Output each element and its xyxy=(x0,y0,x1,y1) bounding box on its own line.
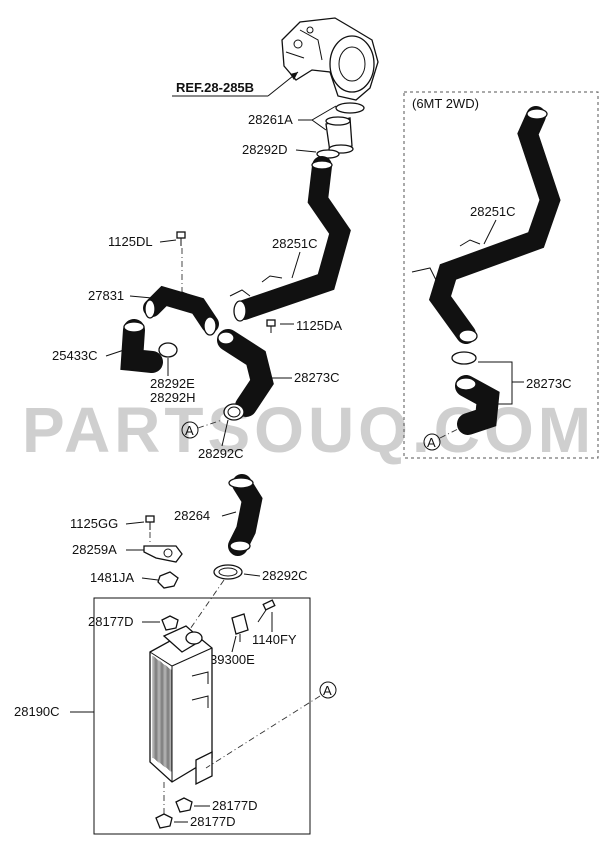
intercooler-core-drawing xyxy=(149,625,213,786)
label-28292C-upper: 28292C xyxy=(198,446,244,461)
label-1140FY: 1140FY xyxy=(252,632,297,647)
label-1125DL: 1125DL xyxy=(108,234,153,249)
leader-1481JA xyxy=(141,577,159,581)
reference-arrowhead xyxy=(290,72,298,80)
part-1481JA-drawing xyxy=(157,571,179,589)
variant-box-title: (6MT 2WD) xyxy=(412,96,479,111)
leader-1125GG xyxy=(125,521,145,525)
intercooler-frame xyxy=(93,597,311,835)
leader-39300E xyxy=(231,635,237,653)
watermark-text: PARTSOUQ.COM xyxy=(22,394,595,466)
part-28251C-main-drawing xyxy=(229,156,351,322)
part-28177D-bot1-drawing xyxy=(175,797,193,813)
leader-28292C-lower xyxy=(243,573,261,577)
label-27831: 27831 xyxy=(88,288,124,303)
label-28177D-bot2: 28177D xyxy=(190,814,236,829)
label-28251C-alt: 28251C xyxy=(470,204,516,219)
intercooler-fins xyxy=(152,656,172,772)
label-28292C-lower: 28292C xyxy=(262,568,308,583)
label-1481JA: 1481JA xyxy=(90,570,134,585)
leader-28292C-upper xyxy=(221,419,229,447)
leader-28251C-main xyxy=(291,251,301,279)
label-28177D-bot1: 28177D xyxy=(212,798,258,813)
part-28177D-top-drawing xyxy=(161,615,179,631)
variant-box-6mt-2wd xyxy=(403,91,599,459)
label-28273C-alt: 28273C xyxy=(526,376,572,391)
hose-axis-lower xyxy=(187,579,225,633)
leader-28273C-alt xyxy=(478,361,524,405)
part-25433C-drawing xyxy=(120,319,163,373)
label-39300E: 39300E xyxy=(210,652,255,667)
part-28292C-lower-drawing xyxy=(213,564,243,580)
callout-a-upper-text: A xyxy=(185,423,194,438)
reference-label: REF.28-285B xyxy=(176,80,254,95)
callout-a-intercooler xyxy=(319,681,337,699)
part-1125GG-drawing xyxy=(145,515,155,530)
leader-28261A xyxy=(298,105,337,131)
callout-a-box-link xyxy=(439,427,461,439)
label-28190C: 28190C xyxy=(14,704,60,719)
part-1140FY-drawing xyxy=(257,599,276,623)
part-28264-drawing xyxy=(228,474,263,556)
turbocharger-drawing xyxy=(281,17,379,101)
callout-a-intercooler-link xyxy=(205,695,321,769)
label-28177D-top: 28177D xyxy=(88,614,134,629)
label-25433C: 25433C xyxy=(52,348,98,363)
leader-28264 xyxy=(221,511,237,517)
part-28292C-upper-drawing xyxy=(223,403,245,421)
part-28177D-bot2-drawing xyxy=(155,813,173,829)
label-28292E: 28292E xyxy=(150,376,195,391)
label-1125DA: 1125DA xyxy=(296,318,342,333)
label-28273C-main: 28273C xyxy=(294,370,340,385)
part-27831-drawing xyxy=(143,285,219,336)
part-1125DA-drawing xyxy=(266,319,276,333)
part-28292C-alt-clamp-drawing xyxy=(451,351,477,365)
part-1125DL-drawing xyxy=(176,231,186,246)
part-28292E-clamp-drawing xyxy=(158,342,178,358)
label-28251C-main: 28251C xyxy=(272,236,318,251)
label-28292D: 28292D xyxy=(242,142,288,157)
part-28273C-main-drawing xyxy=(217,329,274,417)
leader-1125DL xyxy=(159,239,177,243)
label-28292H: 28292H xyxy=(150,390,196,405)
part-28273C-alt-drawing xyxy=(455,375,500,435)
callout-a-upper-link xyxy=(197,419,223,429)
leader-28292D xyxy=(295,149,317,153)
label-28259A: 28259A xyxy=(72,542,117,557)
part-39300E-drawing xyxy=(231,613,249,642)
part-28292C-upper-inner xyxy=(227,406,241,418)
label-28261A: 28261A xyxy=(248,112,293,127)
callout-a-box-text: A xyxy=(427,435,436,450)
part-28292C-lower-inner xyxy=(218,567,238,577)
leader-25433C xyxy=(105,349,125,357)
part-28251C-alt-drawing xyxy=(411,106,561,344)
leader-27831 xyxy=(129,295,153,299)
callout-a-intercooler-text: A xyxy=(323,683,332,698)
callout-a-upper xyxy=(181,421,199,439)
label-1125GG: 1125GG xyxy=(70,516,118,531)
leader-28251C-alt xyxy=(483,219,497,245)
callout-a-box xyxy=(423,433,441,451)
part-28261A-drawing xyxy=(325,102,365,154)
part-28259A-drawing xyxy=(143,545,183,563)
label-28264: 28264 xyxy=(174,508,210,523)
